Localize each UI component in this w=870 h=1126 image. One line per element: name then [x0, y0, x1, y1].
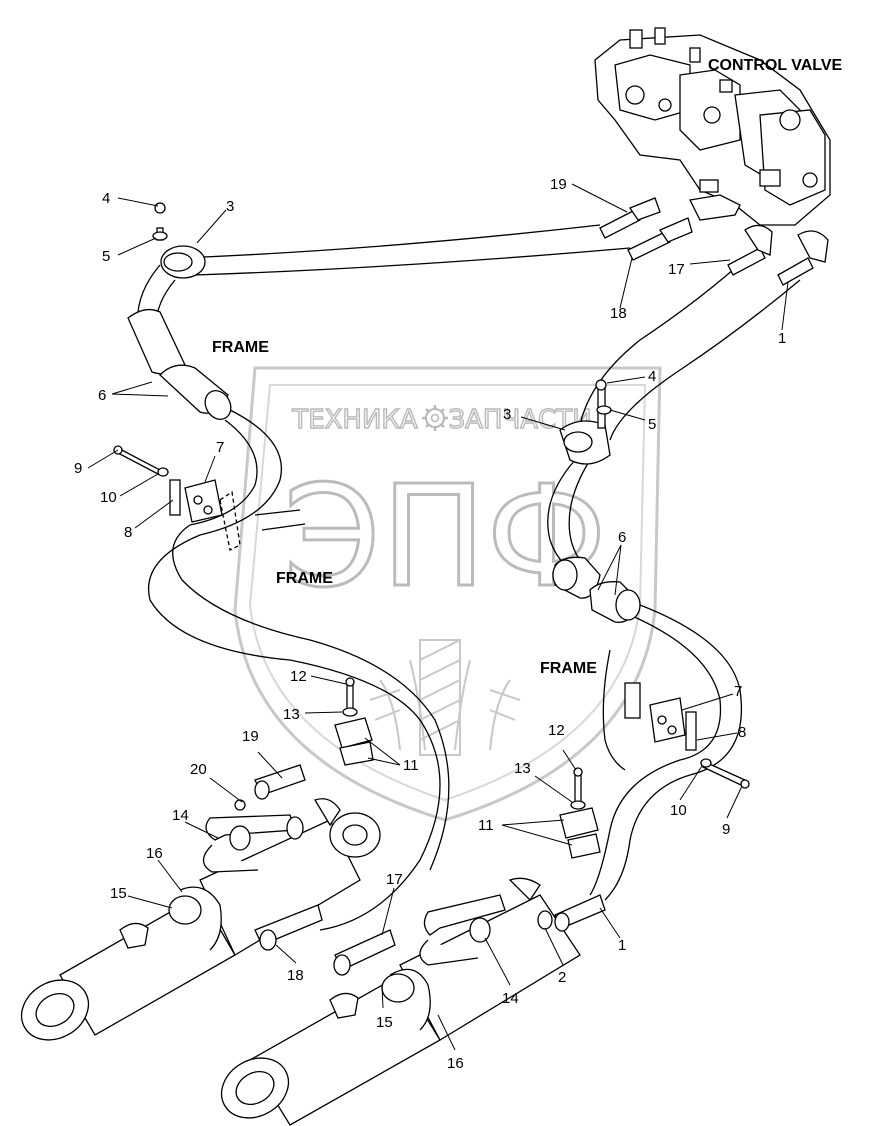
watermark-logo-letters: ЭПФ	[283, 456, 607, 619]
callout-18: 18	[287, 967, 304, 984]
callout-15: 15	[376, 1014, 393, 1031]
callout-9: 9	[722, 821, 730, 838]
label-control-valve: CONTROL VALVE	[708, 57, 843, 74]
callout-17: 17	[668, 261, 685, 278]
callout-19: 19	[242, 728, 259, 745]
callout-16: 16	[447, 1055, 464, 1072]
callout-14: 14	[172, 807, 189, 824]
callout-3: 3	[503, 406, 511, 423]
watermark-text-left: ТЕХНИКА	[291, 405, 418, 435]
valve-fittings	[599, 197, 829, 286]
control-valve	[594, 27, 831, 226]
clamp-right	[559, 379, 612, 465]
clamp-upper-left	[152, 202, 206, 279]
callout-19: 19	[550, 176, 567, 193]
label-frame-right: FRAME	[540, 660, 597, 677]
hose-sleeve-upper-left	[127, 308, 232, 420]
cylinder-left	[20, 764, 381, 1041]
watermark: ТЕХНИКА ЗАПЧАСТИ ЭПФ	[233, 366, 662, 822]
callout-9: 9	[74, 460, 82, 477]
callout-4: 4	[102, 190, 110, 207]
bracket-right	[624, 682, 750, 789]
callout-3: 3	[226, 198, 234, 215]
callout-5: 5	[648, 416, 656, 433]
callout-7: 7	[734, 683, 742, 700]
callout-20: 20	[190, 761, 207, 778]
callout-4: 4	[648, 368, 656, 385]
callout-17: 17	[386, 871, 403, 888]
callout-1: 1	[618, 937, 626, 954]
callout-7: 7	[216, 439, 224, 456]
callout-13: 13	[283, 706, 300, 723]
callouts: 4 3 5 19 17 18 1 6 4 3 5 7 9 10 8 6 7 8 …	[74, 176, 786, 1072]
callout-6: 6	[618, 529, 626, 546]
callout-12: 12	[290, 668, 307, 685]
clamp-lower-left	[334, 677, 374, 766]
callout-18: 18	[610, 305, 627, 322]
callout-15: 15	[110, 885, 127, 902]
callout-14: 14	[502, 990, 519, 1007]
callout-13: 13	[514, 760, 531, 777]
callout-8: 8	[124, 524, 132, 541]
frame-outline	[219, 490, 626, 771]
callout-1: 1	[778, 330, 786, 347]
callout-8: 8	[738, 724, 746, 741]
bracket-left	[113, 445, 223, 523]
callout-6: 6	[98, 387, 106, 404]
cylinder-right	[220, 877, 606, 1126]
callout-11: 11	[403, 757, 419, 774]
clamp-lower-right	[559, 767, 601, 859]
callout-5: 5	[102, 248, 110, 265]
hose-sleeve-right	[552, 556, 641, 623]
leader-lines	[87, 183, 789, 1051]
callout-2: 2	[558, 969, 566, 986]
label-frame-middle: FRAME	[276, 570, 333, 587]
watermark-wheat	[369, 639, 521, 756]
callout-11: 11	[478, 817, 494, 834]
gear-icon	[422, 405, 448, 431]
callout-16: 16	[146, 845, 163, 862]
label-frame-upper: FRAME	[212, 339, 269, 356]
callout-10: 10	[670, 802, 687, 819]
callout-10: 10	[100, 489, 117, 506]
callout-12: 12	[548, 722, 565, 739]
